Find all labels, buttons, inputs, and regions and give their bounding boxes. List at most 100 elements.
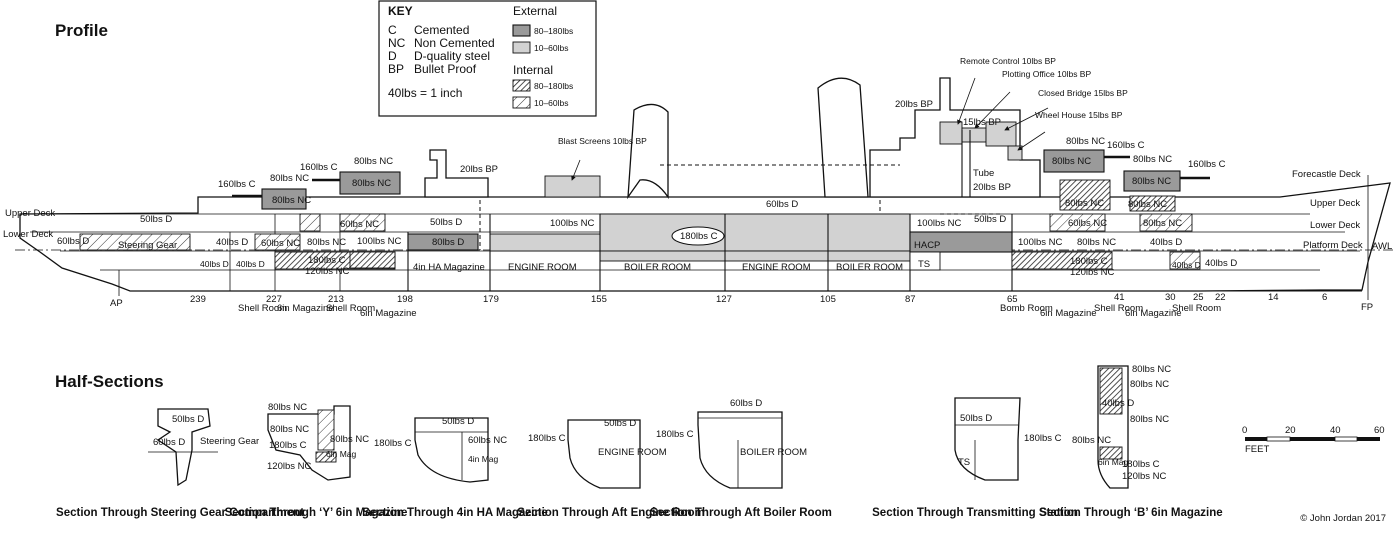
armour-80NC-x-roof: 80lbs NC xyxy=(270,173,309,184)
hs4-engine: ENGINE ROOM xyxy=(598,447,667,458)
scale-bar: 0 20 40 60 FEET xyxy=(1242,425,1385,455)
key-code-d: D xyxy=(388,49,397,63)
wheel-house-label: Wheel House 15lbs BP xyxy=(1035,110,1123,120)
shell-room-fwd-2: Shell Room xyxy=(1172,303,1221,314)
b-turret-barbette xyxy=(1059,179,1111,211)
key-meaning-c: Cemented xyxy=(414,23,469,37)
profile-labels: Upper Deck Lower Deck Forecastle Deck Up… xyxy=(3,56,1392,319)
armour-80NC-y: 80lbs NC xyxy=(352,178,391,189)
armour-100NC-mid: 100lbs NC xyxy=(550,218,594,229)
hs1-60D: 60lbs D xyxy=(153,437,185,448)
six-in-mag-fwd-2: 6in Magazine xyxy=(1125,308,1182,319)
y-turret xyxy=(339,171,401,195)
bomb-room: Bomb Room xyxy=(1000,303,1053,314)
upper-deck-label-fwd: Upper Deck xyxy=(1310,198,1360,209)
frame-198: 198 xyxy=(397,294,413,305)
frame-105: 105 xyxy=(820,294,836,305)
armour-100NC-fwd: 100lbs NC xyxy=(917,218,961,229)
hs6-ts: TS xyxy=(958,457,970,468)
armour-20BP-bridge: 20lbs BP xyxy=(895,99,933,110)
fwd-magazine-crown xyxy=(1011,251,1113,270)
aft-60NC-box xyxy=(339,213,386,232)
armour-40D-aft-3: 40lbs D xyxy=(236,259,265,269)
section-ha-magazine: 50lbs D 180lbs C 60lbs NC 4in Mag xyxy=(374,416,507,483)
caption-engine: Section Through Aft Engine Room xyxy=(517,507,704,519)
aft-engine-room-label: ENGINE ROOM xyxy=(508,262,577,273)
upper-deck-label-aft: Upper Deck xyxy=(5,208,55,219)
hs7-80NC-4: 80lbs NC xyxy=(1072,435,1111,446)
belt-label-bg xyxy=(671,226,725,246)
armour-100NC-aft: 100lbs NC xyxy=(357,236,401,247)
scale-unit: FEET xyxy=(1245,444,1269,455)
blast-screens-label: Blast Screens 10lbs BP xyxy=(558,136,647,146)
hs3-4in-mag: 4in Mag xyxy=(468,454,499,464)
armour-50D-fwd: 50lbs D xyxy=(974,214,1006,225)
hs2-180C: 180lbs C xyxy=(269,440,307,451)
armour-80NC-b-barbette: 80lbs NC xyxy=(1065,198,1104,209)
key-external-light: 10–60lbs xyxy=(534,43,569,53)
ts-label: TS xyxy=(918,259,930,270)
a-turret-barbette xyxy=(1129,195,1176,212)
fwd-60NC-box xyxy=(1049,213,1106,232)
a-turret xyxy=(1123,170,1181,192)
frame-ap: AP xyxy=(110,298,123,309)
scale-60: 60 xyxy=(1374,425,1385,436)
hs2-80NC-top: 80lbs NC xyxy=(268,402,307,413)
hs7-80NC-3: 80lbs NC xyxy=(1130,414,1169,425)
armour-180NC: 80lbs NC xyxy=(307,237,346,248)
six-in-mag-fwd-1: 6in Magazine xyxy=(1040,308,1097,319)
fore-funnel xyxy=(817,77,869,198)
hs2-6in-mag: 6in Mag xyxy=(326,449,357,459)
frame-41: 41 xyxy=(1114,292,1125,303)
hacp-box xyxy=(909,231,1013,253)
armour-80NC-mag: 80lbs NC xyxy=(1077,237,1116,248)
caption-y-mag: Section Through ‘Y’ 6in Magazine xyxy=(225,507,408,519)
armour-80NC-b: 80lbs NC xyxy=(1052,156,1091,167)
armour-80D-ha: 80lbs D xyxy=(432,237,464,248)
hs3-60NC: 60lbs NC xyxy=(468,435,507,446)
caption-boiler: Section Through Aft Boiler Room xyxy=(650,507,832,519)
section-transmitting-station: 50lbs D 180lbs C TS xyxy=(954,397,1062,481)
swatch-external-heavy xyxy=(512,24,531,37)
closed-bridge-label: Closed Bridge 15lbs BP xyxy=(1038,88,1128,98)
six-in-mag-aft-1: 6in Magazine xyxy=(277,303,334,314)
hs5-180C: 180lbs C xyxy=(656,429,694,440)
key-internal-light: 10–60lbs xyxy=(534,98,569,108)
frame-227: 227 xyxy=(266,294,282,305)
plotting-office-label: Plotting Office 10lbs BP xyxy=(1002,69,1091,79)
scale-20: 20 xyxy=(1285,425,1296,436)
frame-6: 6 xyxy=(1322,292,1327,303)
frame-14: 14 xyxy=(1268,292,1279,303)
frame-fp: FP xyxy=(1361,302,1373,313)
aft-shell-room-60NC xyxy=(254,233,301,251)
armour-15BP-bridge: 15lbs BP xyxy=(963,117,1001,128)
key-meaning-d: D-quality steel xyxy=(414,49,490,63)
hs4-50D: 50lbs D xyxy=(604,418,636,429)
armour-60NC-y: 60lbs NC xyxy=(340,219,379,230)
armour-80NC-y-roof: 80lbs NC xyxy=(354,156,393,167)
steering-gear-box xyxy=(79,233,191,251)
swatch-external-light xyxy=(512,41,531,54)
key-scale-note: 40lbs = 1 inch xyxy=(388,86,462,100)
armour-60D-deck: 60lbs D xyxy=(766,199,798,210)
armour-160C-y: 160lbs C xyxy=(300,162,338,173)
wheel-house-box xyxy=(1007,145,1023,161)
profile-title: Profile xyxy=(55,21,108,40)
armour-180C-belt: 180lbs C xyxy=(680,231,718,242)
armour-40D-aft-2: 40lbs D xyxy=(200,259,229,269)
x-turret xyxy=(261,188,307,210)
half-sections: 50lbs D 60lbs D Steering Gear 80lbs NC 8… xyxy=(148,364,1171,489)
shell-room-aft-2: Shell Room xyxy=(326,303,375,314)
hs2-120NC: 120lbs NC xyxy=(267,461,311,472)
frame-25: 25 xyxy=(1193,292,1204,303)
caption-b-mag: Section Through ‘B’ 6in Magazine xyxy=(1039,507,1222,519)
copyright: © John Jordan 2017 xyxy=(1300,513,1386,524)
citadel-belt xyxy=(599,213,911,252)
armour-80NC-b-roof: 80lbs NC xyxy=(1066,136,1105,147)
frame-65: 65 xyxy=(1007,294,1018,305)
caption-ha-mag: Section Through 4in HA Magazine xyxy=(362,507,548,519)
frame-239: 239 xyxy=(190,294,206,305)
armour-160C-a: 160lbs C xyxy=(1188,159,1226,170)
belt-lower-machinery xyxy=(599,250,911,262)
